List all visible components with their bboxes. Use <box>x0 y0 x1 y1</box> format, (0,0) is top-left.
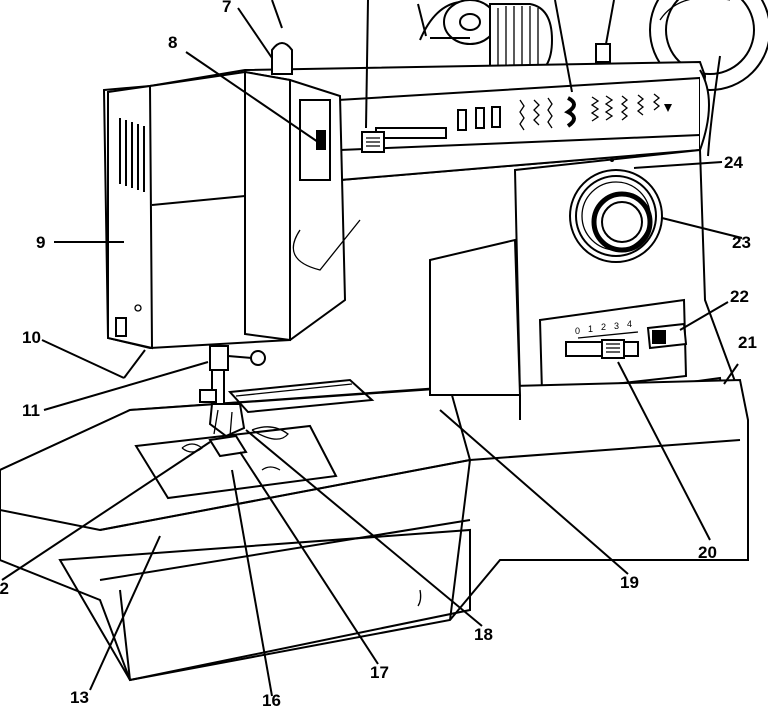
leader-lines <box>1 0 743 697</box>
stitch-pattern-panel <box>457 93 672 131</box>
spool-pin-assembly <box>419 0 554 77</box>
balance-wheel <box>569 158 663 263</box>
callout-9: 9 <box>36 233 45 252</box>
callout-7: 7 <box>222 0 231 16</box>
callout-17: 17 <box>370 663 389 682</box>
presser-foot-assembly <box>199 345 266 438</box>
callout-19: 19 <box>620 573 639 592</box>
face-plate-vents <box>119 118 145 192</box>
stitch-length-scale-1: 1 <box>588 324 593 334</box>
callout-16: 16 <box>262 691 281 706</box>
callout-18: 18 <box>474 625 493 644</box>
reverse-stitch-button <box>646 322 688 350</box>
stitch-length-scale-4: 4 <box>627 319 632 329</box>
callout-12: 12 <box>0 579 9 598</box>
needle-plate <box>134 424 338 500</box>
stitch-length-scale-3: 3 <box>614 321 619 331</box>
callout-13: 13 <box>70 688 89 706</box>
machine-head <box>102 70 361 350</box>
callout-11: 11 <box>22 401 40 420</box>
callout-20: 20 <box>698 543 717 562</box>
stitch-length-scale-2: 2 <box>601 322 606 332</box>
callout-8: 8 <box>168 33 177 52</box>
callout-24: 24 <box>724 153 743 172</box>
stitch-width-lever <box>361 127 447 153</box>
stitch-length-panel: 0 1 2 3 4 <box>538 298 688 394</box>
callout-23: 23 <box>732 233 751 252</box>
callout-10: 10 <box>22 328 41 347</box>
callout-22: 22 <box>730 287 749 306</box>
extension-bed-plate <box>227 378 375 414</box>
stitch-length-scale-0: 0 <box>575 326 580 336</box>
callout-21: 21 <box>738 333 757 352</box>
